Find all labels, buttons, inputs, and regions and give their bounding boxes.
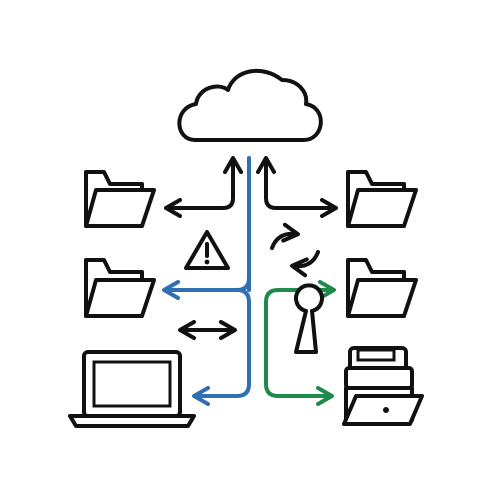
blue-flow-lines bbox=[162, 156, 251, 406]
green-flow-lines bbox=[264, 280, 336, 406]
green-branch-device bbox=[264, 308, 334, 406]
folder-right-top bbox=[346, 170, 418, 228]
arrow-to-right-top-folder bbox=[256, 156, 338, 218]
folder-icon bbox=[84, 258, 156, 318]
folder-icon bbox=[84, 170, 156, 228]
folder-icon bbox=[346, 258, 418, 318]
green-branch-folder bbox=[264, 280, 336, 312]
laptop-phone-icon bbox=[342, 346, 424, 426]
black-flow-lines bbox=[164, 156, 338, 340]
laptop-left bbox=[68, 350, 196, 428]
laptop-phone-right bbox=[342, 346, 424, 426]
folder-left-middle bbox=[84, 258, 156, 318]
warning-icon bbox=[184, 230, 230, 270]
sync-icon bbox=[270, 222, 320, 278]
folder-icon bbox=[346, 170, 418, 228]
keyhole-lock-icon bbox=[294, 283, 324, 354]
folder-right-middle bbox=[346, 258, 418, 318]
arrow-to-left-top-folder bbox=[164, 156, 243, 218]
folder-left-top bbox=[84, 170, 156, 228]
blue-branch-laptop bbox=[192, 288, 251, 406]
cloud-icon bbox=[177, 69, 323, 142]
laptop-icon bbox=[68, 350, 196, 428]
